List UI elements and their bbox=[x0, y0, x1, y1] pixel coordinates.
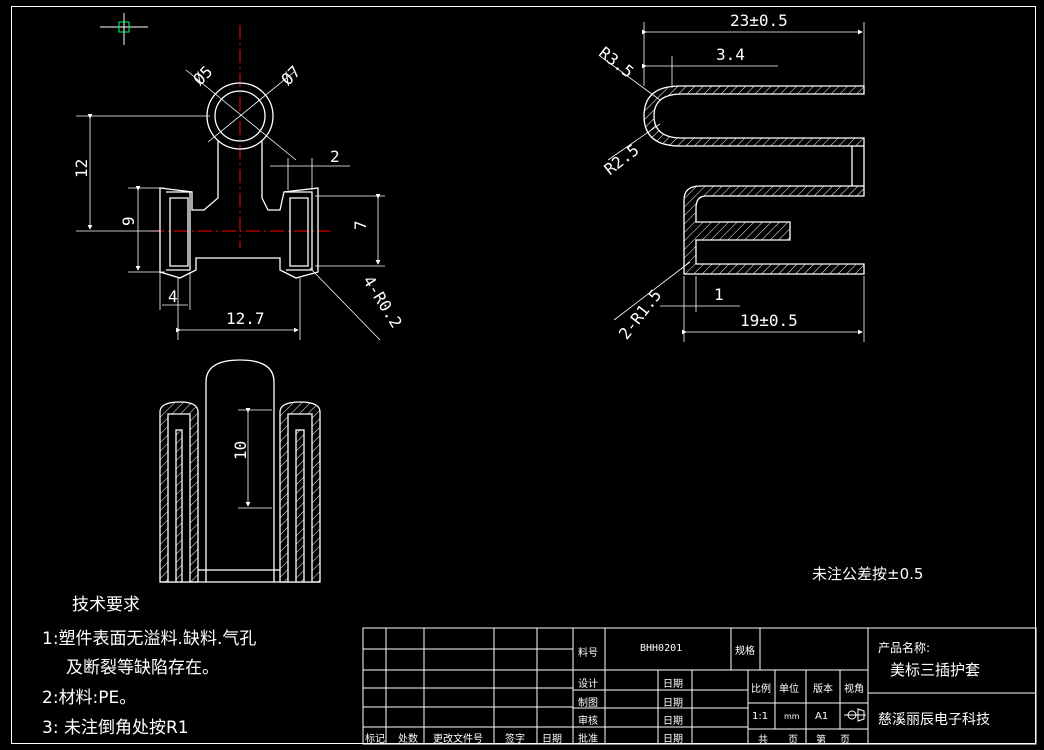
view-label: 视角 bbox=[844, 684, 864, 695]
tech-req-title: 技术要求 bbox=[72, 595, 140, 615]
material-no: BHH0201 bbox=[640, 643, 683, 654]
front-view-dim-labels: Ø5 Ø7 12 2 9 7 4 12.7 4-R0.2 bbox=[72, 62, 406, 331]
page-label: 页 bbox=[788, 735, 798, 746]
sign-label: 签字 bbox=[505, 734, 525, 745]
draft-label: 制图 bbox=[578, 698, 598, 709]
review-label: 审核 bbox=[578, 716, 598, 727]
product-name: 美标三插护套 bbox=[890, 661, 981, 679]
unit-value: mm bbox=[784, 712, 800, 721]
side-view bbox=[159, 359, 321, 583]
dim-r3-5: R3.5 bbox=[595, 43, 637, 82]
date-label-4: 日期 bbox=[663, 734, 683, 745]
mark-label: 标记 bbox=[365, 734, 385, 745]
dim-r2-1-5: 2-R1.5 bbox=[615, 286, 666, 343]
scale-label: 比例 bbox=[751, 684, 771, 695]
dim-r4: 4-R0.2 bbox=[359, 272, 406, 331]
dim-h10: 10 bbox=[231, 441, 250, 460]
tech-req-line1: 1:塑件表面无溢料.缺料.气孔 bbox=[42, 629, 257, 649]
dim-h7: 7 bbox=[351, 220, 370, 230]
dim-d5: Ø5 bbox=[189, 62, 216, 89]
scale-value: 1:1 bbox=[752, 711, 769, 722]
material-no-label: 料号 bbox=[578, 648, 598, 659]
cursor-crosshair-icon bbox=[100, 13, 148, 45]
tolerance-note: 未注公差按±0.5 bbox=[812, 565, 924, 583]
dim-w1: 1 bbox=[714, 285, 724, 304]
date-label-1: 日期 bbox=[663, 679, 683, 690]
page-label-2: 页 bbox=[840, 735, 850, 746]
dim-w23: 23±0.5 bbox=[730, 11, 788, 30]
dim-w2: 2 bbox=[330, 147, 340, 166]
company-name: 慈溪丽辰电子科技 bbox=[878, 712, 990, 728]
tech-req-line3: 3: 未注倒角处按R1 bbox=[42, 718, 189, 738]
title-block-grid bbox=[362, 627, 1037, 745]
change-doc-label: 更改文件号 bbox=[433, 734, 483, 745]
dim-d7: Ø7 bbox=[277, 62, 304, 89]
dim-h9: 9 bbox=[119, 216, 138, 226]
unit-label: 单位 bbox=[779, 684, 799, 695]
tech-req-line2: 2:材料:PE。 bbox=[42, 688, 137, 708]
total-label: 共 bbox=[758, 735, 768, 746]
design-label: 设计 bbox=[578, 679, 598, 690]
section-view-dim-labels: 23±0.5 3.4 R3.5 R2.5 2-R1.5 1 19±0.5 bbox=[595, 11, 798, 343]
date-label-2: 日期 bbox=[663, 698, 683, 709]
dim-w12-7: 12.7 bbox=[226, 309, 265, 328]
date-label-3: 日期 bbox=[663, 716, 683, 727]
product-label: 产品名称: bbox=[878, 641, 931, 655]
dim-w4: 4 bbox=[168, 287, 178, 306]
section-view bbox=[599, 22, 865, 342]
dim-w3-4: 3.4 bbox=[716, 45, 745, 64]
nth-label: 第 bbox=[816, 735, 826, 746]
version-value: A1 bbox=[815, 711, 829, 722]
approve-label: 批准 bbox=[578, 734, 598, 745]
dim-h12: 12 bbox=[72, 159, 91, 178]
version-label: 版本 bbox=[813, 684, 833, 695]
spec-label: 规格 bbox=[735, 646, 755, 657]
front-view bbox=[76, 25, 385, 341]
tech-req-line1b: 及断裂等缺陷存在。 bbox=[66, 658, 219, 678]
dim-r2-5: R2.5 bbox=[600, 140, 642, 179]
dim-w19: 19±0.5 bbox=[740, 311, 798, 330]
date-label-5: 日期 bbox=[542, 734, 562, 745]
projection-symbol-icon bbox=[844, 708, 866, 722]
place-label: 处数 bbox=[398, 734, 418, 745]
